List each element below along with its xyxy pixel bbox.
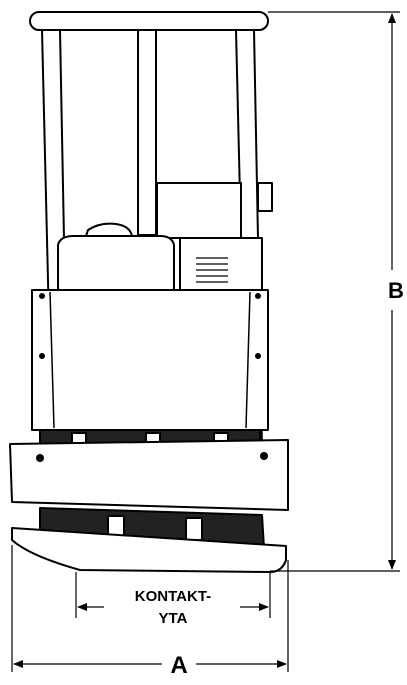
side-bracket	[257, 182, 273, 212]
base-plate	[11, 527, 287, 573]
contact-label-line2: YTA	[159, 610, 188, 627]
contact-label-background	[104, 596, 240, 618]
dim-b-label: B	[388, 278, 404, 303]
upper-plate	[9, 439, 289, 511]
contact-label-line1: KONTAKT-	[135, 588, 211, 605]
dim-a-label: A	[170, 652, 187, 679]
compactor-machine	[9, 11, 289, 573]
handle-bar	[29, 11, 269, 31]
guard-box	[156, 182, 242, 239]
engine-grille	[196, 257, 228, 283]
engine-box	[179, 237, 263, 295]
tank-cap	[85, 222, 133, 237]
center-post	[137, 29, 157, 236]
main-body	[31, 289, 269, 431]
fuel-tank	[57, 235, 175, 291]
